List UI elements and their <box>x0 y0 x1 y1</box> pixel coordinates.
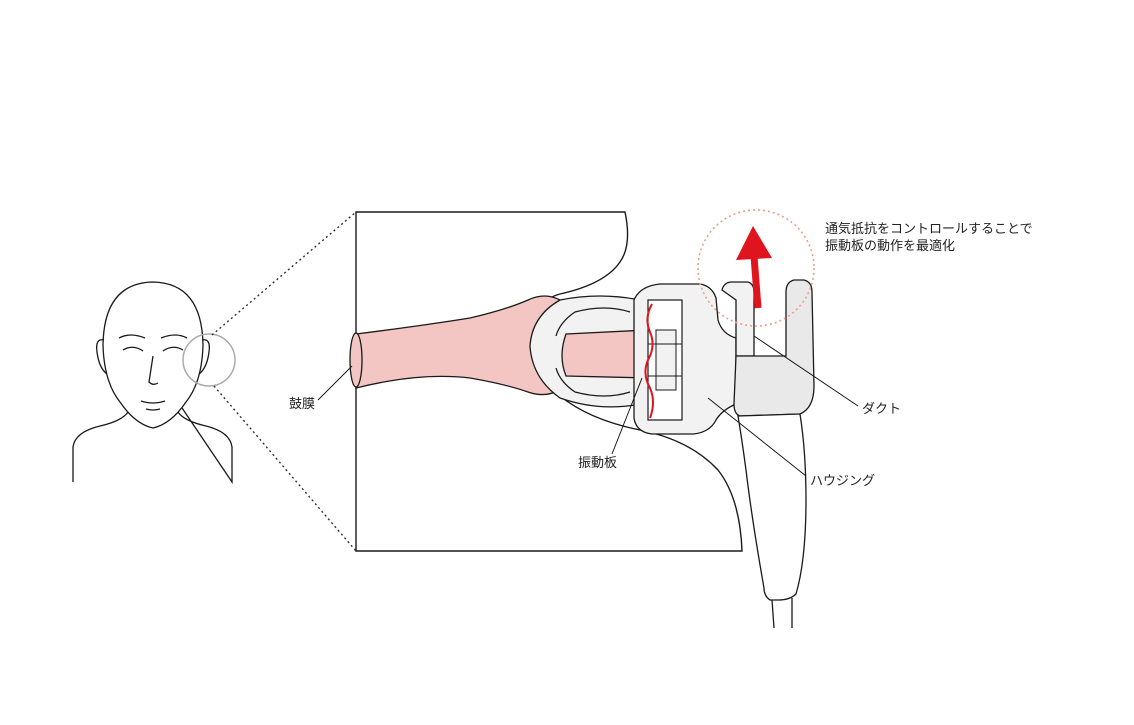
nose <box>148 355 159 385</box>
cable-left <box>771 599 775 629</box>
eardrum-label: 鼓膜 <box>289 397 316 412</box>
earphone <box>529 279 859 629</box>
airflow-note: 通気抵抗をコントロールすることで 振動板の動作を最適化 <box>825 222 1033 256</box>
airflow-arrow-shaft <box>750 255 762 309</box>
eardrum-leader <box>317 365 353 401</box>
earphone-stem <box>737 413 807 601</box>
duct-leader <box>753 335 859 407</box>
ear-canal <box>352 295 561 396</box>
ear-tip-inner-bottom <box>555 367 631 397</box>
duct-label: ダクト <box>862 402 902 417</box>
airflow-arrow <box>736 226 772 309</box>
airflow-arrow-head <box>736 226 772 260</box>
airflow-note-line1: 通気抵抗をコントロールすることで <box>825 222 1033 237</box>
right-eyebrow <box>160 334 188 339</box>
zoom-lines <box>211 211 357 552</box>
ear-zoom-circle <box>182 333 236 387</box>
mouth <box>140 400 166 404</box>
airflow-highlight-circle <box>697 209 815 327</box>
housing-leader <box>707 397 807 477</box>
zoom-line-top <box>211 211 357 336</box>
head-outline <box>102 281 204 429</box>
right-ear <box>198 339 210 375</box>
lower-lip <box>145 408 161 411</box>
left-eye <box>122 346 144 352</box>
ear-cross-section <box>317 211 743 552</box>
right-eye <box>162 346 184 352</box>
ear-tip-inner-top <box>555 307 631 337</box>
diaphragm-curve <box>644 303 654 419</box>
airflow-note-line2: 振動板の動作を最適化 <box>825 238 956 254</box>
left-eyebrow <box>118 334 146 339</box>
diaphragm-label: 振動板 <box>578 456 618 471</box>
shoulders-outline <box>72 399 233 485</box>
diaphragm-leader <box>611 377 643 455</box>
head-illustration <box>72 281 233 485</box>
driver-magnet <box>655 329 677 391</box>
rear-housing <box>733 279 815 417</box>
eardrum <box>349 332 363 388</box>
housing-label: ハウジング <box>810 474 876 489</box>
left-ear <box>96 339 108 375</box>
zoom-line-bottom <box>213 385 357 552</box>
